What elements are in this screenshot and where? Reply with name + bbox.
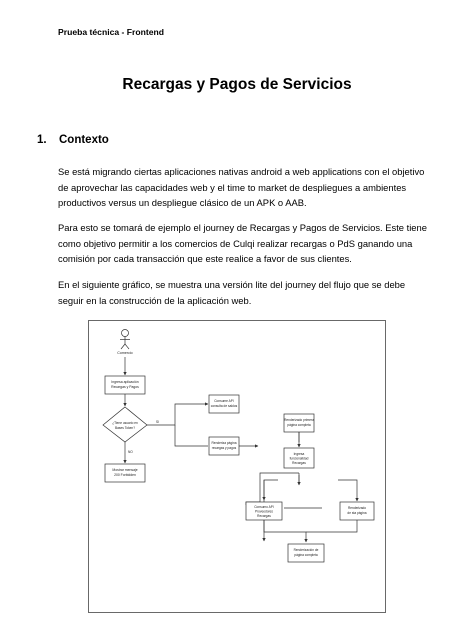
svg-text:Mostrar mensaje: Mostrar mensaje [112,468,137,472]
svg-text:Ingresa aplicación: Ingresa aplicación [111,380,138,384]
node-render-home: Renderiza página recargas y pagos [208,436,240,456]
paragraph: Para esto se tomará de ejemplo el journe… [58,222,427,265]
node-error: Mostrar mensaje 200 Forbidden [104,463,146,483]
svg-text:Recargas y Pagos: Recargas y Pagos [111,385,139,389]
svg-text:Renderización de: Renderización de [294,548,319,552]
section-heading: 1. Contexto [37,134,109,146]
svg-text:funcionalidad: funcionalidad [290,457,309,461]
node-login: Ingresa aplicación Recargas y Pagos [104,375,146,395]
svg-text:Renderizado: Renderizado [348,506,366,510]
svg-text:Consume API: Consume API [214,399,234,403]
section-number: 1. [37,134,47,146]
decision-no-label: NO [128,450,133,454]
section-title: Contexto [59,134,109,146]
svg-text:Ingresa: Ingresa [294,452,305,456]
svg-text:¿Tiene usuario en: ¿Tiene usuario en [112,421,138,425]
svg-text:página completa: página completa [287,423,311,427]
paragraph: En el siguiente gráfico, se muestra una … [58,279,406,306]
document-header: Prueba técnica - Frontend [58,27,165,37]
connector-merge [306,520,358,533]
svg-text:página completa: página completa [294,553,318,557]
svg-text:Consumo API: Consumo API [254,505,274,509]
svg-text:200 Forbidden: 200 Forbidden [114,473,136,477]
svg-text:Recargas: Recargas [257,514,271,518]
node-select-function: Ingresa funcionalidad Recargas [283,447,315,469]
flowchart-diagram: Comercio Ingresa aplicación Recargas y P… [88,320,386,613]
svg-text:Proveedores: Proveedores [255,510,273,514]
svg-text:consulta de saldos: consulta de saldos [211,404,238,408]
node-consult-balance: Consume API consulta de saldos [208,394,240,414]
document-title: Recargas y Pagos de Servicios [122,76,352,93]
actor-label: Comercio [117,351,132,355]
paragraph: Se está migrando ciertas aplicaciones na… [58,166,425,209]
svg-text:Bases Token?: Bases Token? [115,426,135,430]
svg-text:Renderizado primera: Renderizado primera [284,418,314,422]
node-consume-api: Consumo API Proveedores Recargas [245,501,283,521]
node-render-first: Renderizado primera página completa [283,413,315,433]
node-render-next: Renderizado de sta página [339,501,375,521]
svg-text:Recargas: Recargas [292,461,306,465]
connector-final [263,520,308,543]
actor-icon [120,329,130,350]
svg-text:de sta página: de sta página [347,511,366,515]
svg-text:recargas y pagos: recargas y pagos [212,446,237,450]
node-decision: ¿Tiene usuario en Bases Token? [102,406,148,443]
svg-text:Renderiza página: Renderiza página [212,441,237,445]
decision-yes-label: SI [156,420,159,424]
node-render-final: Renderización de página completa [287,543,325,563]
